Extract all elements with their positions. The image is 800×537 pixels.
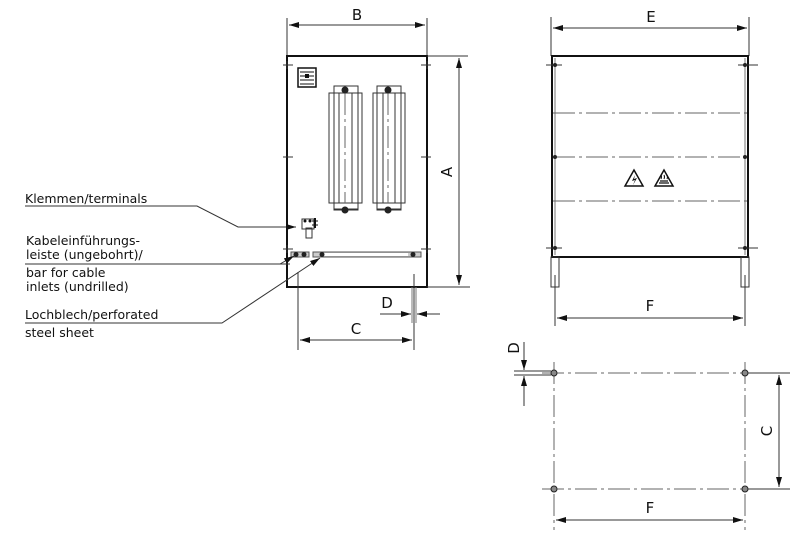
- resistor-element-2: [372, 85, 406, 214]
- callouts: Klemmen/terminals Kabeleinführungs- leis…: [25, 191, 321, 340]
- callout-cable-bar-1: Kabeleinführungs-: [26, 233, 140, 248]
- dimension-a-label: A: [438, 166, 456, 177]
- callout-cable-bar-2: leiste (ungebohrt)/: [26, 247, 143, 262]
- plan-dimension-d-label: D: [505, 342, 523, 354]
- callout-perforated-1: Lochblech/perforated: [25, 307, 158, 322]
- plan-dimension-f-label: F: [646, 499, 655, 517]
- hot-surface-warning-icon: [653, 168, 675, 187]
- dimension-d-label: D: [381, 294, 393, 312]
- cable-entry-bar: [290, 251, 422, 258]
- dimension-b-label: B: [352, 6, 362, 24]
- callout-cable-bar-4: inlets (undrilled): [26, 279, 129, 294]
- enclosure-side: [551, 55, 749, 258]
- side-view: E: [546, 8, 758, 326]
- front-view: B A: [283, 6, 470, 350]
- enclosure-front: [286, 55, 428, 288]
- callout-cable-bar-3: bar for cable: [26, 265, 106, 280]
- high-voltage-warning-icon: [623, 168, 645, 187]
- callout-perforated-2: steel sheet: [25, 325, 94, 340]
- resistor-element-1: [328, 85, 363, 214]
- dimension-c-label: C: [351, 320, 361, 338]
- mounting-hole-pattern: D C F: [505, 342, 790, 530]
- dimension-f-label: F: [646, 297, 655, 315]
- dimension-e-label: E: [646, 8, 655, 26]
- rating-plate-icon: [297, 67, 317, 88]
- callout-terminals: Klemmen/terminals: [25, 191, 147, 206]
- terminal-block-icon: [301, 218, 318, 239]
- plan-dimension-c-label: C: [758, 426, 776, 436]
